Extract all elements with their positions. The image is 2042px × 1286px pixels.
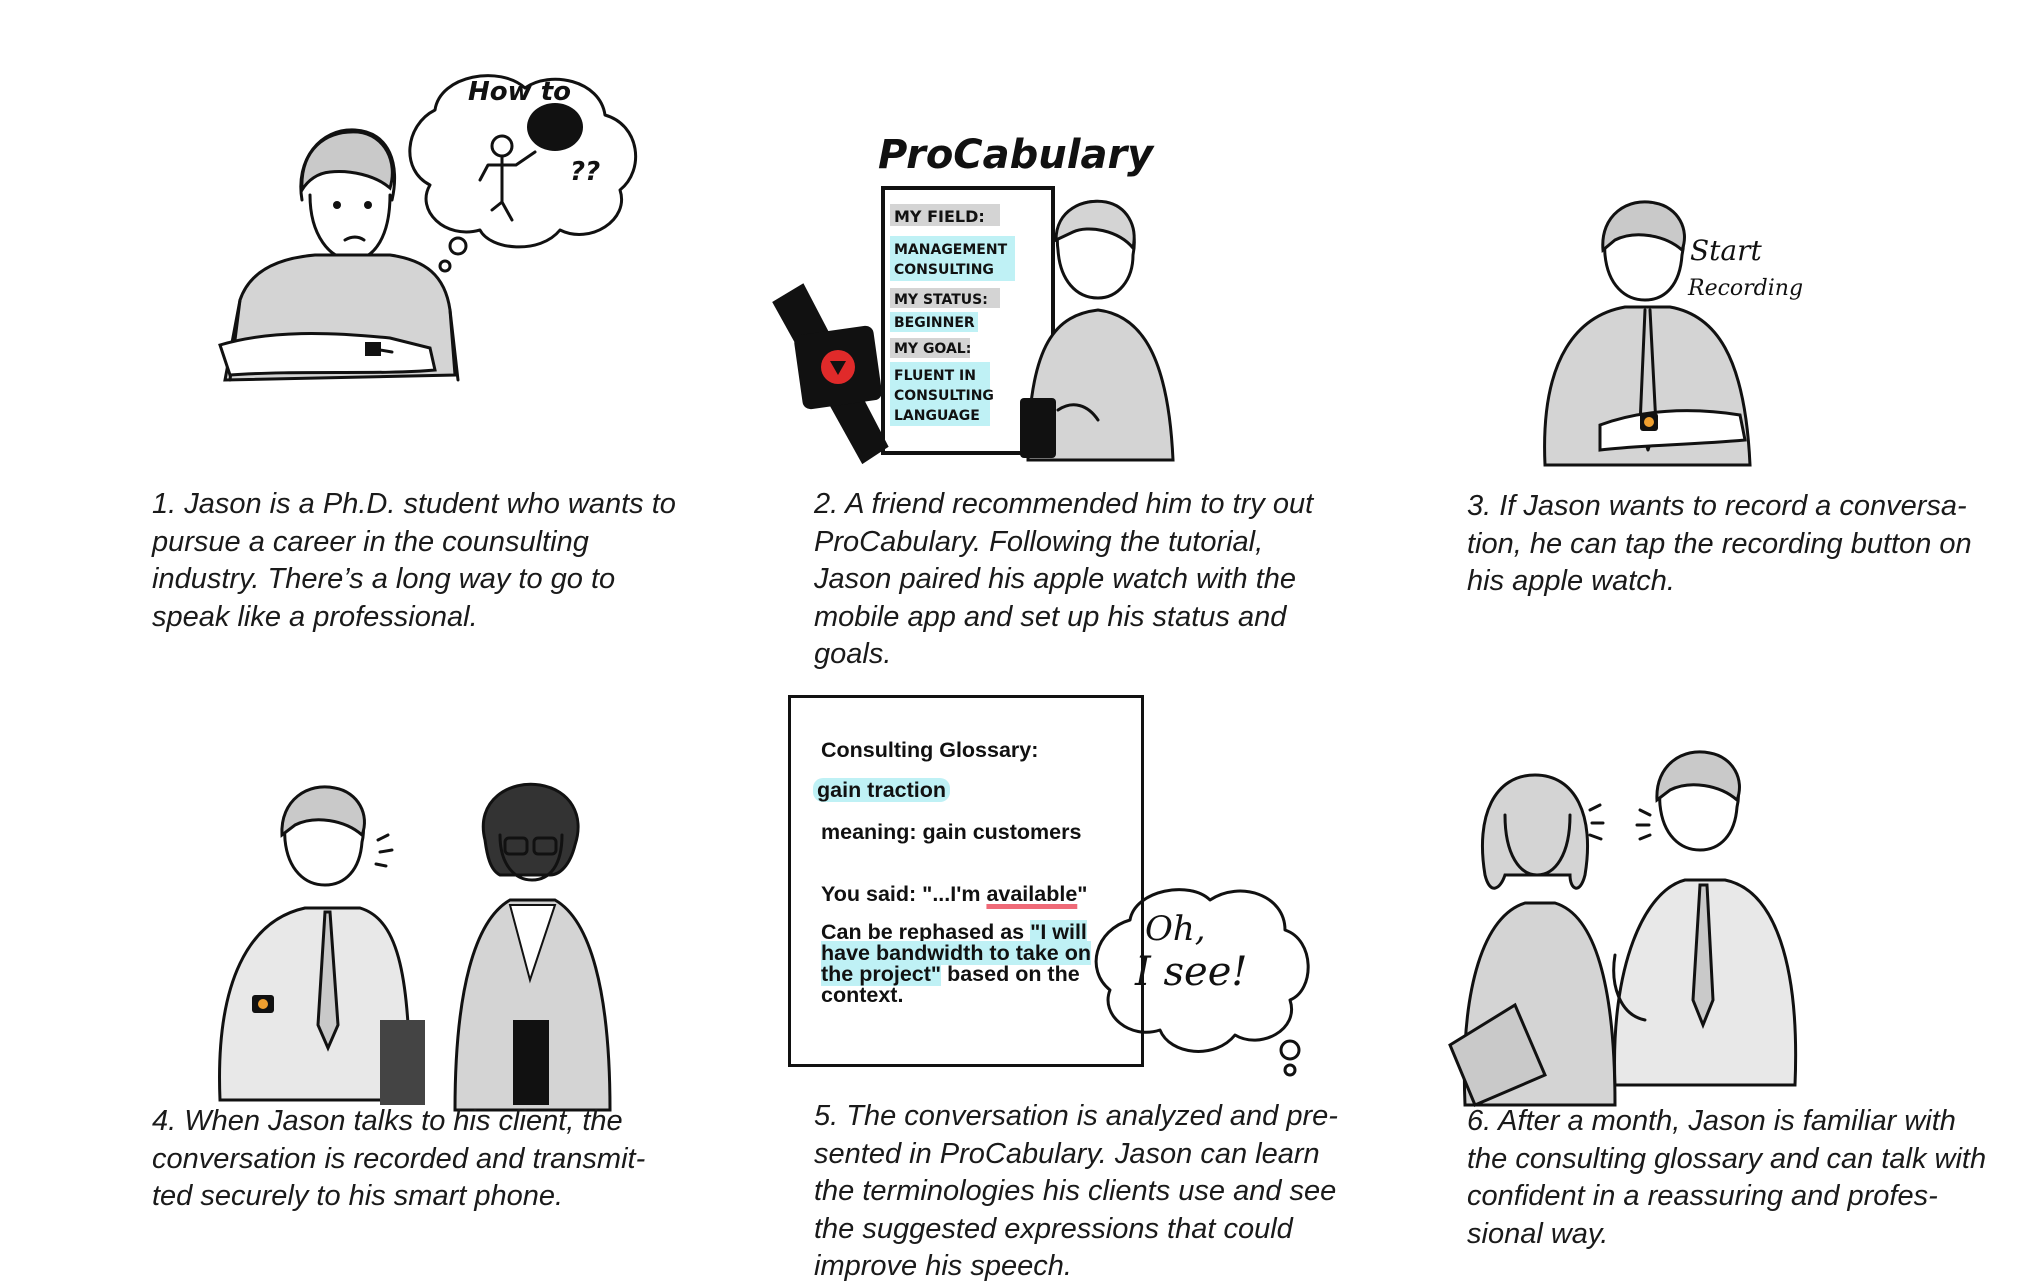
goal-label: MY GOAL: (894, 341, 971, 357)
goal-value-2: CONSULTING (894, 388, 994, 404)
status-label: MY STATUS: (894, 292, 988, 308)
speech-blob-icon (527, 103, 583, 151)
panel-2-illustration: ProCabulary MY FIELD: MANAGEMENT CONSULT… (772, 130, 1208, 470)
bubble-line-2: I see! (1134, 949, 1247, 995)
client-figure-woman (1448, 773, 1617, 1107)
rephrase-block: Can be rephased as "I will have bandwidt… (821, 920, 1091, 1007)
rephrase-suffix-1: based on the (941, 962, 1080, 986)
flagged-word: available (986, 882, 1078, 906)
you-said-prefix: You said: "...I'm (821, 882, 987, 906)
jason-figure-recording (1543, 200, 1752, 467)
field-label: MY FIELD: (894, 207, 985, 226)
rephrase-quote-3: the project" (821, 962, 942, 986)
panel-3-caption: 3. If Jason wants to record a conversa- … (1467, 490, 1972, 597)
procabulary-logo: ProCabulary (878, 132, 1155, 178)
thought-bubble: How to ?? (408, 74, 637, 273)
jason-figure-talking (218, 785, 425, 1105)
panel-5-caption: 5. The conversation is analyzed and pre-… (814, 1100, 1338, 1282)
field-value-2: CONSULTING (894, 262, 994, 278)
glossary-card: Consulting Glossary: gain traction meani… (788, 695, 1144, 1067)
rephrase-prefix: Can be rephased as (821, 920, 1031, 944)
you-said-suffix: " (1077, 882, 1088, 906)
panel-3-illustration: Start Recording (1540, 195, 1840, 470)
question-marks: ?? (570, 157, 600, 187)
rephrase-suffix-2: context. (821, 983, 904, 1007)
jason-figure (218, 128, 460, 382)
thought-text: How to (468, 77, 571, 107)
panel-4-caption: 4. When Jason talks to his client, the c… (152, 1105, 646, 1212)
jason-figure-confident (1612, 750, 1798, 1087)
apple-watch-icon (772, 283, 889, 465)
panel-6-caption: 6. After a month, Jason is familiar with… (1467, 1105, 1987, 1250)
field-value-1: MANAGEMENT (894, 242, 1008, 258)
panel-1-caption: 1. Jason is a Ph.D. student who wants to… (152, 488, 676, 633)
panel-2-caption: 2. A friend recommended him to try out P… (814, 488, 1314, 670)
friend-figure (1020, 199, 1175, 462)
bubble-line-1: Oh, (1145, 909, 1206, 949)
goal-value-1: FLUENT IN (894, 368, 976, 384)
rephrase-quote-1: "I will (1030, 920, 1087, 944)
you-said-line: You said: "...I'm available" (821, 882, 1087, 907)
status-value: BEGINNER (894, 315, 975, 331)
glossary-term: gain traction (813, 778, 951, 803)
panel-6-illustration (1445, 750, 1885, 1115)
client-figure (453, 782, 612, 1112)
app-card: MY FIELD: MANAGEMENT CONSULTING MY STATU… (881, 186, 1055, 455)
start-note: Start (1690, 234, 1763, 267)
recording-note: Recording (1687, 276, 1803, 301)
glossary-term-text: gain traction (813, 778, 951, 802)
rephrase-quote-2: have bandwidth to take on (821, 941, 1091, 965)
goal-value-3: LANGUAGE (894, 408, 980, 424)
panel-1-illustration: How to ?? (218, 70, 660, 470)
oh-i-see-bubble: Oh, I see! (1090, 880, 1320, 1080)
glossary-meaning: meaning: gain customers (821, 820, 1082, 844)
panel-4-illustration (210, 780, 650, 1120)
glossary-title: Consulting Glossary: (821, 738, 1039, 762)
